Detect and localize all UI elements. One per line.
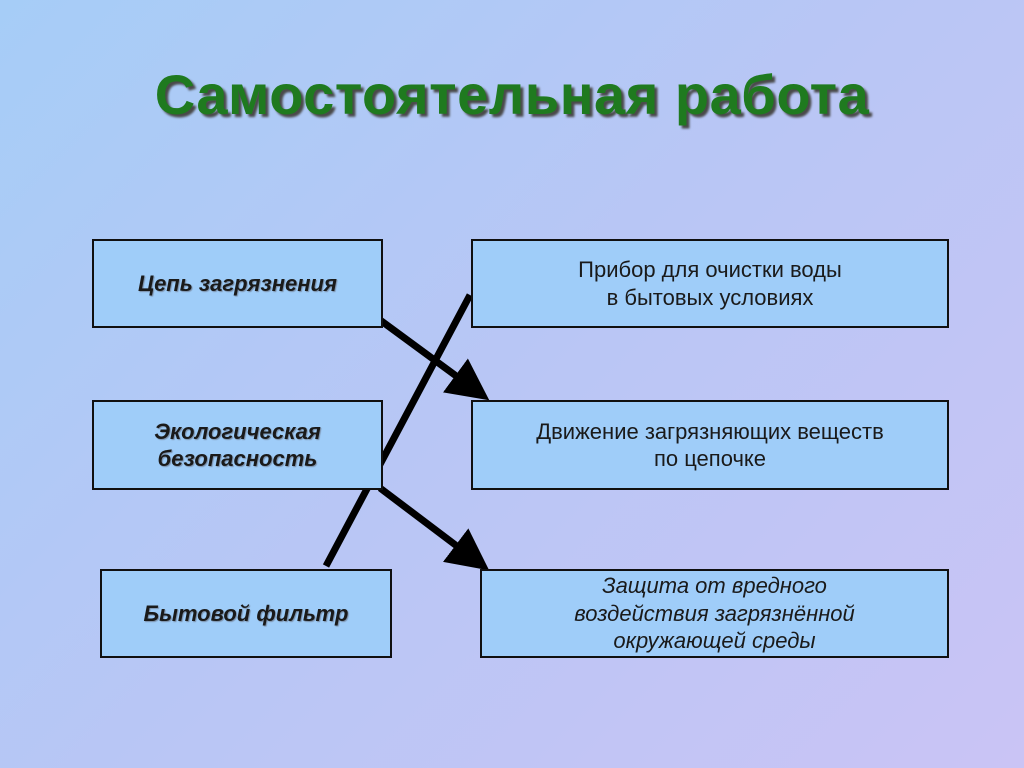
connector-line-term3-to-def1: [322, 293, 474, 568]
page-title: Самостоятельная работа: [154, 63, 870, 126]
definition-box-pollutant-movement[interactable]: Движение загрязняющих веществ по цепочке: [471, 400, 949, 490]
term-box-household-filter[interactable]: Бытовой фильтр: [100, 569, 392, 658]
term-label: Бытовой фильтр: [143, 600, 349, 626]
connector-line-term2-to-def3: [377, 485, 490, 571]
definition-box-protection[interactable]: Защита от вредного воздействия загрязнён…: [480, 569, 949, 658]
connector-line-term1-to-def2: [377, 317, 490, 401]
definition-box-water-purifier[interactable]: Прибор для очистки воды в бытовых услови…: [471, 239, 949, 328]
definition-label: Движение загрязняющих веществ по цепочке: [536, 418, 884, 472]
term-box-pollution-chain[interactable]: Цепь загрязнения: [92, 239, 383, 328]
term-label: Экологическая безопасность: [154, 418, 321, 472]
term-label: Цепь загрязнения: [138, 270, 337, 296]
definition-label: Защита от вредного воздействия загрязнён…: [574, 573, 855, 654]
term-box-ecological-safety[interactable]: Экологическая безопасность: [92, 400, 383, 490]
definition-label: Прибор для очистки воды в бытовых услови…: [578, 257, 842, 310]
